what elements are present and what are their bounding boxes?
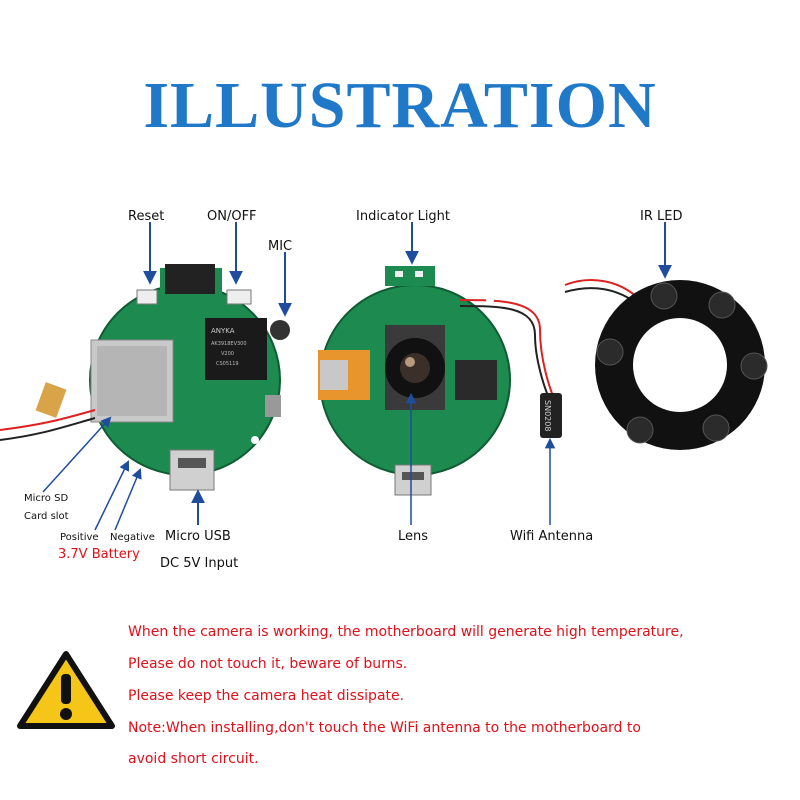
chip-code-3: CS05119 <box>216 361 239 367</box>
chip-code-2: V200 <box>221 351 234 357</box>
indicator-light-label: Indicator Light <box>356 209 451 224</box>
warning-line-2: Please do not touch it, beware of burns. <box>128 656 408 672</box>
warning-line-4: Note:When installing,don't touch the WiF… <box>128 720 641 736</box>
warning-line-3: Please keep the camera heat dissipate. <box>128 688 405 704</box>
onoff-label: ON/OFF <box>207 209 257 224</box>
battery-label: 3.7V Battery <box>58 547 140 562</box>
wifi-antenna-part <box>540 393 562 438</box>
warning-line-1: When the camera is working, the motherbo… <box>128 624 684 640</box>
lens-board: SN0208 <box>318 266 562 496</box>
micro-sd-label: Micro SD <box>24 493 69 504</box>
negative-label: Negative <box>110 532 155 543</box>
main-board: ANYKA AK3918EV300 V200 CS05119 <box>0 264 290 491</box>
onoff-switch-part <box>226 289 252 305</box>
micro-usb-port <box>169 449 215 491</box>
lens-label: Lens <box>398 529 429 544</box>
chip-code-1: AK3918EV300 <box>211 341 247 347</box>
dc-input-label: DC 5V Input <box>160 556 239 571</box>
ir-led-ring <box>564 279 768 450</box>
micro-usb-label: Micro USB <box>165 529 231 544</box>
wifi-antenna-label: Wifi Antenna <box>510 529 594 544</box>
camera-boards-illustration: ANYKA AK3918EV300 V200 CS05119 <box>0 222 768 531</box>
ir-led-label: IR LED <box>640 209 683 224</box>
anyka-chip <box>205 318 267 380</box>
mic-part <box>270 320 290 340</box>
chip-brand: ANYKA <box>211 327 235 335</box>
reset-button-part <box>136 289 158 305</box>
reset-label: Reset <box>128 209 165 224</box>
antenna-code: SN0208 <box>543 400 552 431</box>
mic-label: MIC <box>268 239 293 254</box>
positive-label: Positive <box>60 532 99 543</box>
warning-icon <box>17 651 115 729</box>
warning-line-5: avoid short circuit. <box>128 751 259 767</box>
card-slot-label: Card slot <box>24 511 69 522</box>
page-title: ILLUSTRATION <box>143 69 657 142</box>
